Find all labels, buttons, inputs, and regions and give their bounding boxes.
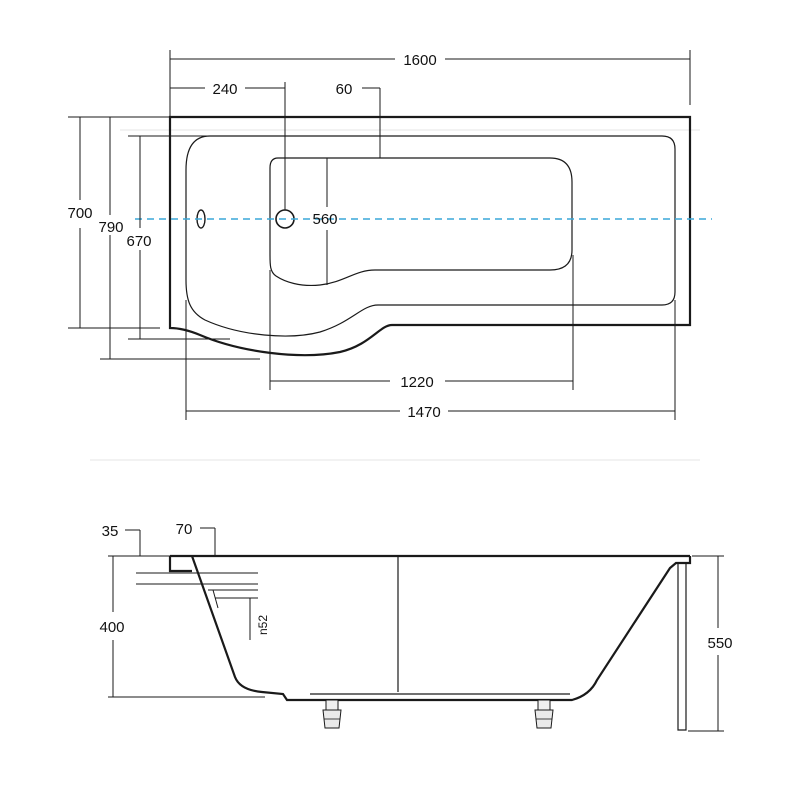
- dim-550-label: 550: [707, 635, 732, 652]
- dim-60-label: 60: [336, 81, 353, 98]
- dimension-550: 550: [688, 555, 733, 732]
- dim-1220-label: 1220: [400, 374, 433, 391]
- dimension-1220: 1220: [269, 255, 574, 391]
- dimension-35: 35: [102, 523, 170, 557]
- dim-35-label: 35: [102, 523, 119, 540]
- dimension-1470: 1470: [185, 300, 676, 421]
- dim-70-label: 70: [176, 521, 193, 538]
- dim-400-label: 400: [99, 619, 124, 636]
- top-view: 1600 240 60 700 790: [67, 50, 712, 421]
- background-artifacts: [90, 129, 700, 461]
- tub-inner-basin: [185, 135, 676, 337]
- dim-560-label: 560: [312, 211, 337, 228]
- side-view: n52 35 70 400 550: [99, 521, 733, 732]
- dim-240-label: 240: [212, 81, 237, 98]
- left-rim-step: [168, 556, 192, 573]
- tub-bottom-floor: [269, 157, 573, 287]
- dimension-60: 60: [336, 81, 381, 158]
- tub-outer-outline: [168, 115, 692, 357]
- right-foot: [534, 699, 554, 729]
- dimension-670: 670: [126, 135, 230, 340]
- dimension-1600: 1600: [169, 50, 691, 117]
- dimension-240: 240: [170, 81, 286, 210]
- dim-790-label: 790: [98, 219, 123, 236]
- overflow-detail: n52: [136, 572, 270, 640]
- dimension-400: 400: [99, 556, 265, 698]
- dim-700-label: 700: [67, 205, 92, 222]
- dim-1470-label: 1470: [407, 404, 440, 421]
- tub-side-profile: [190, 555, 692, 702]
- left-foot: [322, 699, 342, 729]
- dimension-560: 560: [312, 158, 338, 285]
- front-panel: [677, 563, 687, 731]
- dimension-790: 790: [98, 117, 260, 360]
- dim-1600-label: 1600: [403, 52, 436, 69]
- dim-n52-label: n52: [256, 615, 270, 635]
- dimension-700: 700: [67, 116, 170, 329]
- dim-670-label: 670: [126, 233, 151, 250]
- dimension-70: 70: [176, 521, 216, 556]
